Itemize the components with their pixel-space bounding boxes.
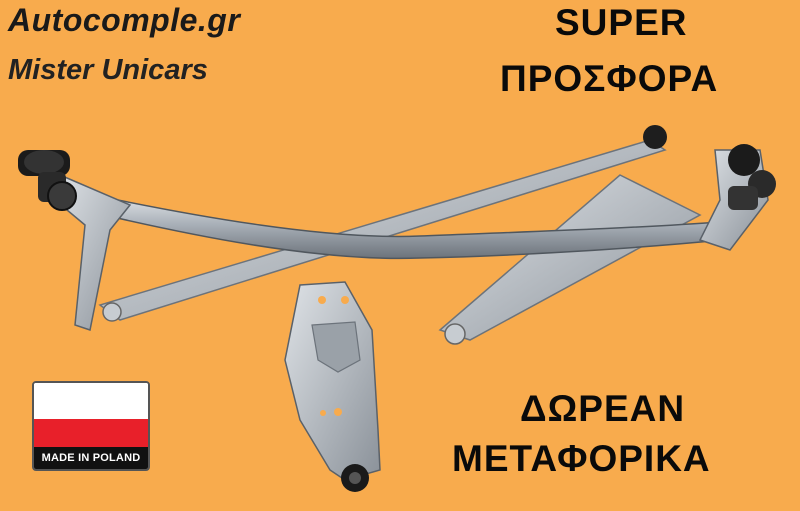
brand-title: Autocomple.gr [8,2,241,38]
right-bracket [643,125,776,251]
motor-bracket-plate [284,281,381,492]
free-shipping-line1: ΔΩΡΕΑΝ [520,388,686,429]
flag-white-stripe [34,383,148,419]
flag-red-stripe [34,419,148,449]
brand-subtitle: Mister Unicars [8,54,208,86]
promo-headline-line2: ΠΡΟΣΦΟΡΑ [500,58,719,99]
made-in-poland-label: MADE IN POLAND [34,447,148,469]
free-shipping-line2: ΜΕΤΑΦΟΡΙΚΑ [452,438,711,479]
made-in-poland-badge: MADE IN POLAND [32,381,150,471]
promo-headline-line1: SUPER [555,2,688,43]
left-bracket [18,150,132,331]
